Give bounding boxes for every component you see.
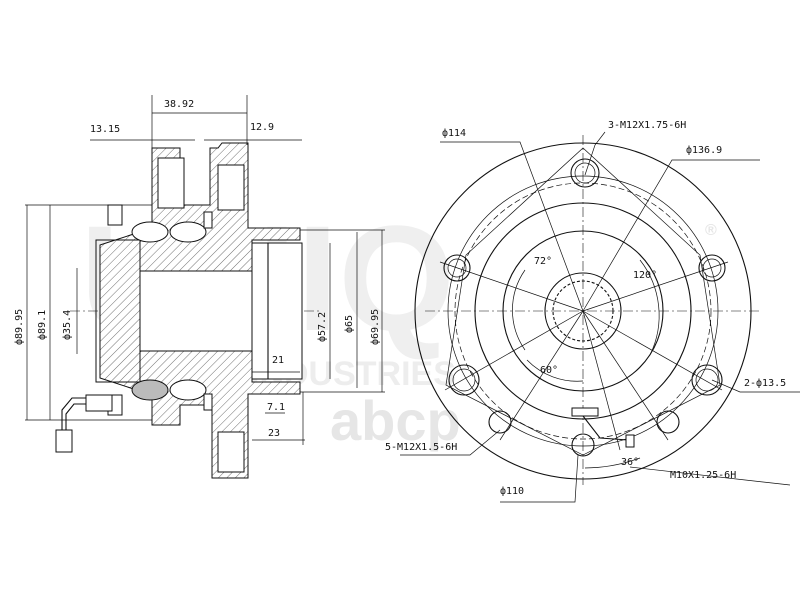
label-angle-72: 72° [534,256,552,267]
dim-flange-left: 13.15 [90,124,120,135]
front-view: ф114 3-M12X1.75-6H ф136.9 72° 120° 60° 2… [385,120,800,503]
dim-pilot-depth: 21 [272,355,284,366]
watermark-logo: abcp [330,389,461,452]
dim-dia-pilot-outer: ф69.95 [369,309,381,345]
dim-dia-bore: ф35.4 [61,310,73,340]
label-thread-m10: M10X1.25-6H [670,470,736,481]
label-angle-60: 60° [540,365,558,376]
side-dimensions [25,95,385,445]
dim-dia-pilot-inner: ф57.2 [316,312,328,342]
label-pcd-136: ф136.9 [686,144,722,156]
label-thread-3: 3-M12X1.75-6H [608,120,686,131]
dim-dia-outer: ф89.95 [13,309,25,345]
watermark-registered: ® [705,222,717,239]
construction-lines [439,261,729,451]
dim-pilot-length: 23 [268,428,280,439]
dim-flange-right: 12.9 [250,122,274,133]
label-pcd-110: ф110 [500,485,524,497]
dim-dia-seat: ф89.1 [36,310,48,340]
label-pcd-114: ф114 [442,127,466,139]
label-angle-120: 120° [633,270,657,281]
label-thread-5: 5-M12X1.5-6H [385,442,457,453]
bolt-holes [443,158,726,457]
dim-step: 7.1 [267,402,285,413]
dim-dia-pilot: ф65 [343,315,355,333]
label-holes-2: 2-ф13.5 [744,377,786,389]
front-leaders [400,131,800,503]
label-angle-36: 36° [621,457,639,468]
dim-width-total: 38.92 [164,99,194,110]
spline-shaft [544,272,622,350]
side-view: 38.92 13.15 12.9 ф89.95 ф89.1 ф35.4 ф57.… [13,95,385,479]
